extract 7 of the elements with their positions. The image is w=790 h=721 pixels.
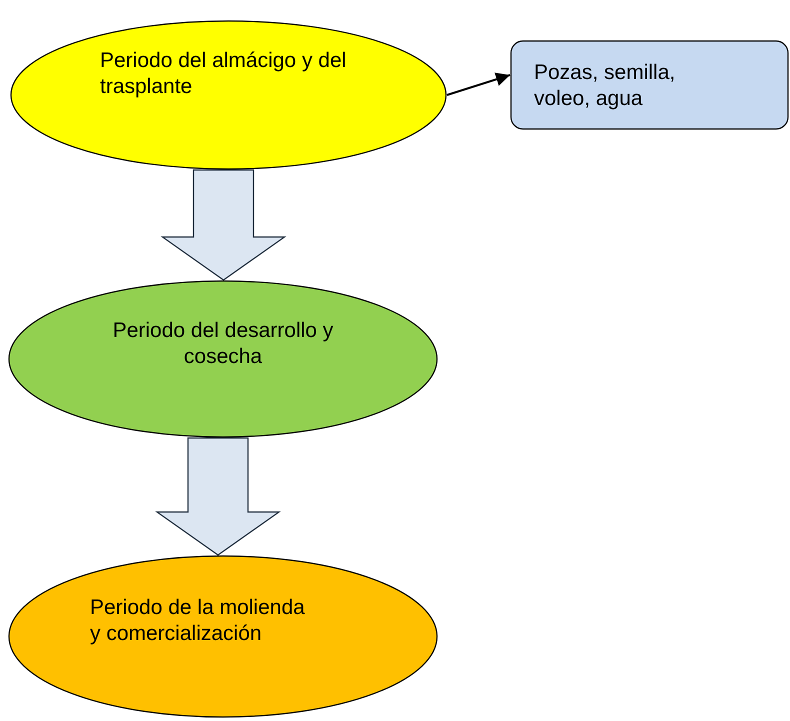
stage-label: Pozas, semilla, voleo, agua xyxy=(534,60,676,112)
stage-label: Periodo del desarrollo y cosecha xyxy=(112,318,334,370)
arrow xyxy=(446,72,510,96)
block-arrow xyxy=(160,169,286,281)
stage-label: Periodo del almácigo y del trasplante xyxy=(100,48,348,100)
stage-label: Periodo de la molienda y comercialización xyxy=(90,595,306,647)
block-arrow xyxy=(155,437,281,556)
